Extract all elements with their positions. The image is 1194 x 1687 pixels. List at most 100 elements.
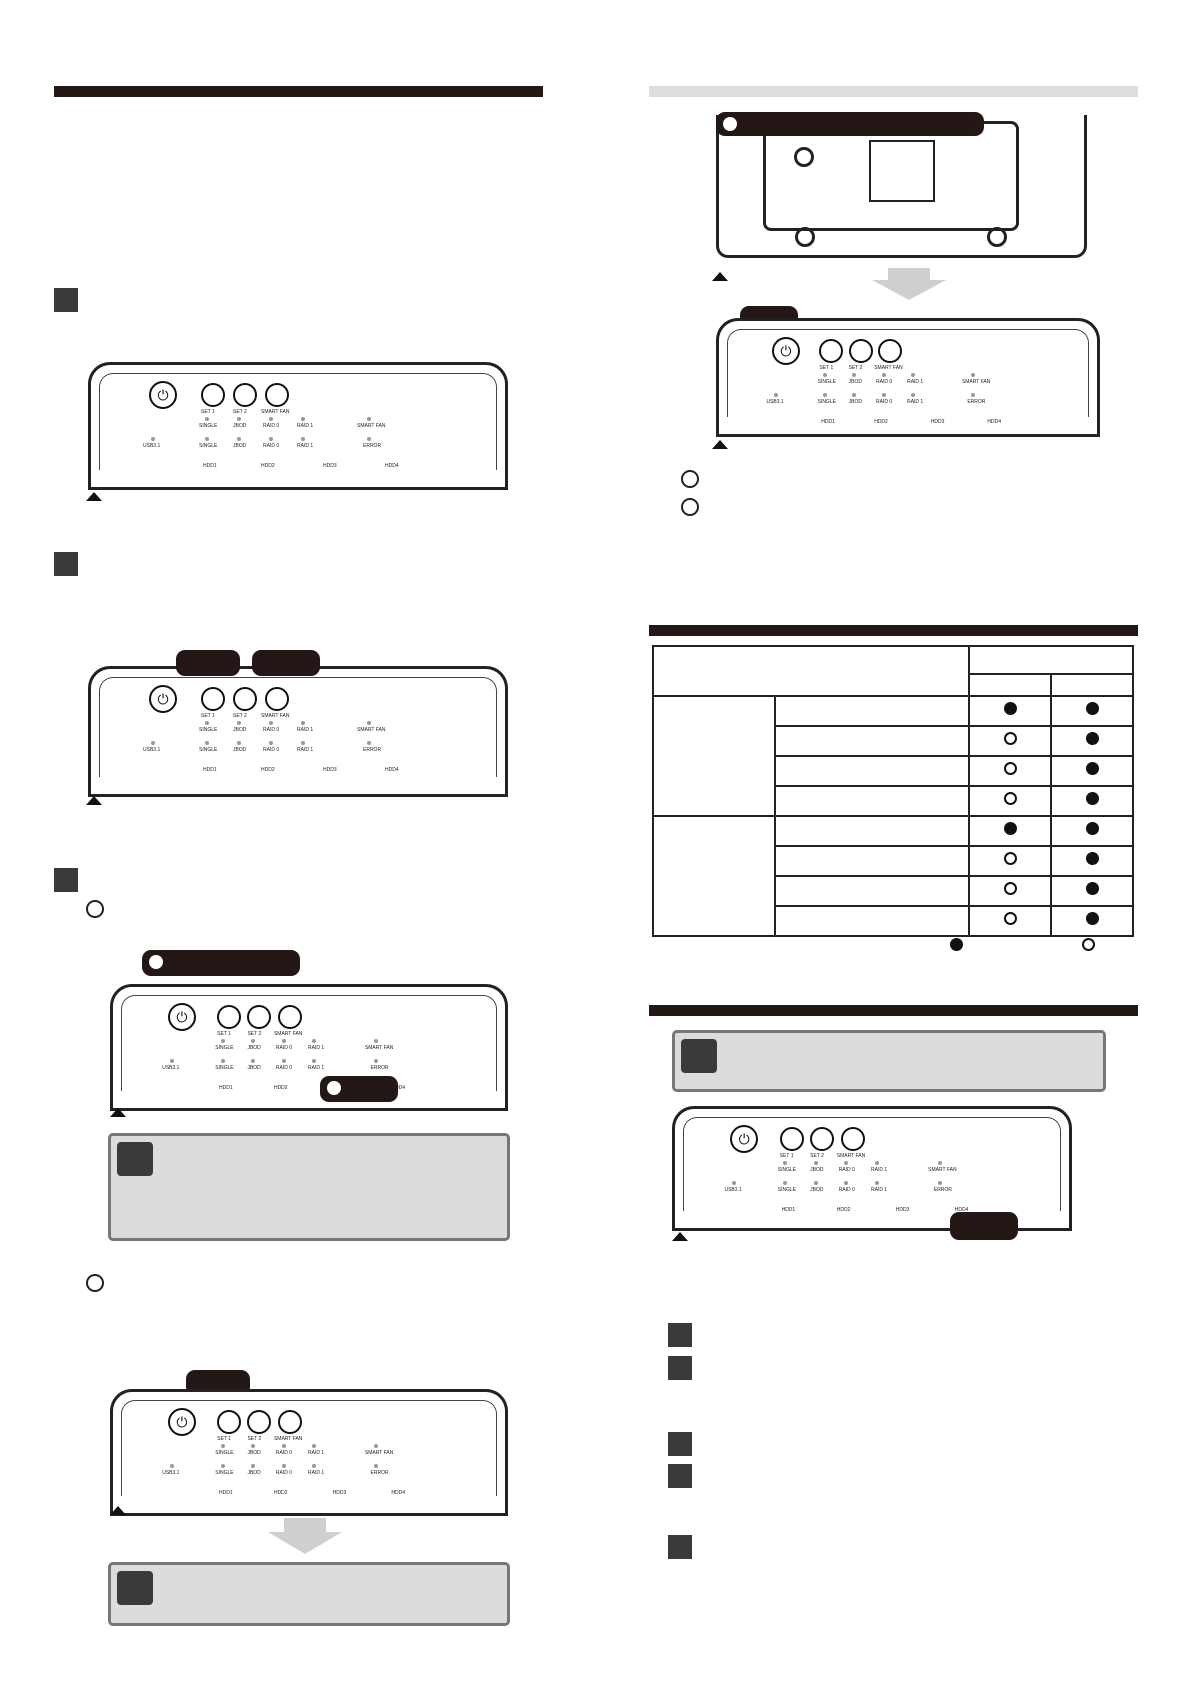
- set2-button[interactable]: [848, 339, 873, 363]
- panel-label-raid0: RAID 0: [876, 399, 893, 405]
- power-button[interactable]: ⏻: [167, 1003, 196, 1031]
- step-2-marker: [54, 552, 78, 576]
- power-button[interactable]: ⏻: [149, 685, 177, 713]
- panel-label-jbod: JBOD: [810, 1167, 824, 1173]
- panel-label-raid1: RAID 1: [297, 727, 314, 733]
- power-button[interactable]: ⏻: [771, 337, 800, 365]
- panel-label-jbod: JBOD: [233, 423, 247, 429]
- smart-fan-button[interactable]: [265, 687, 289, 711]
- status-led: [237, 741, 241, 745]
- mode-table: [652, 645, 1134, 937]
- status-led: [281, 1444, 286, 1448]
- status-led: [237, 721, 241, 725]
- status-led: [844, 1161, 849, 1165]
- set2-button[interactable]: [247, 1410, 272, 1434]
- set1-button[interactable]: [201, 687, 225, 711]
- figure-marker-2: [86, 796, 102, 805]
- set2-button[interactable]: [810, 1127, 835, 1151]
- power-button[interactable]: ⏻: [167, 1408, 196, 1436]
- panel-label-raid0: RAID 0: [275, 1065, 292, 1071]
- open-dot-icon: [1003, 762, 1017, 775]
- panel-label-smart_fan: SMART FAN: [273, 1031, 303, 1037]
- set1-button[interactable]: [819, 339, 844, 363]
- filled-dot-icon: [1085, 912, 1099, 925]
- power-button[interactable]: ⏻: [149, 381, 177, 409]
- tip-box-2: [108, 1562, 510, 1626]
- set1-button[interactable]: [217, 1005, 242, 1029]
- open-dot-icon: [1003, 792, 1017, 805]
- legend-open-dot-icon: [1082, 938, 1095, 951]
- table-row-label: [774, 695, 970, 727]
- status-led: [301, 741, 305, 745]
- panel-label-hdd4: HDD4: [391, 1085, 405, 1091]
- panel-label-hdd2: HDD2: [836, 1207, 851, 1213]
- status-led: [813, 1161, 818, 1165]
- table-cell: [1050, 815, 1134, 847]
- panel-label-single: SINGLE: [215, 1065, 234, 1071]
- panel-label-raid0: RAID 0: [275, 1045, 292, 1051]
- set2-button[interactable]: [233, 383, 257, 407]
- status-led: [823, 373, 828, 377]
- table-cell: [968, 785, 1052, 817]
- device-rear-view: [716, 115, 1087, 258]
- filled-dot-icon: [1085, 852, 1099, 865]
- set2-button[interactable]: [233, 687, 257, 711]
- status-led: [205, 437, 209, 441]
- set2-button[interactable]: [247, 1005, 272, 1029]
- smart-fan-button[interactable]: [840, 1127, 865, 1151]
- status-led: [269, 417, 273, 421]
- table-row-label: [774, 845, 970, 877]
- smart-fan-button[interactable]: [877, 339, 902, 363]
- step-1-marker: [54, 288, 78, 312]
- panel-label-single: SINGLE: [817, 379, 836, 385]
- panel-label-single: SINGLE: [817, 399, 836, 405]
- panel-label-raid1: RAID 1: [297, 423, 314, 429]
- smart-fan-button[interactable]: [277, 1005, 302, 1029]
- panel-label-single: SINGLE: [777, 1167, 797, 1173]
- status-led: [220, 1059, 225, 1063]
- list-marker-4: [668, 1464, 692, 1488]
- legend-filled-dot-icon: [950, 938, 963, 951]
- panel-label-smart_fan: SMART FAN: [261, 713, 290, 719]
- panel-label-hdd4: HDD4: [391, 1490, 405, 1496]
- figure-marker-5: [712, 272, 728, 281]
- open-dot-icon: [1003, 732, 1017, 745]
- set1-button[interactable]: [217, 1410, 242, 1434]
- status-led: [374, 1059, 379, 1063]
- status-led: [367, 741, 371, 745]
- panel-label-hdd1: HDD1: [203, 463, 217, 469]
- smart-fan-button[interactable]: [277, 1410, 302, 1434]
- status-led: [251, 1059, 256, 1063]
- filled-dot-icon: [1085, 822, 1099, 835]
- panel-label-hdd3: HDD3: [323, 463, 337, 469]
- section-header-bar-table: [649, 625, 1138, 636]
- filled-dot-icon: [1085, 882, 1099, 895]
- table-cell: [968, 875, 1052, 907]
- panel-label-smart_fan: SMART FAN: [874, 365, 903, 371]
- status-led: [151, 437, 155, 441]
- panel-label-hdd4: HDD4: [987, 419, 1002, 425]
- panel-label-hdd2: HDD2: [273, 1085, 288, 1091]
- table-cell: [968, 725, 1052, 757]
- status-led: [251, 1464, 256, 1468]
- panel-label-raid0: RAID 0: [263, 727, 280, 733]
- hand-tip-icon: [681, 1039, 717, 1073]
- panel-label-set1: SET 1: [779, 1153, 794, 1159]
- table-row-label: [774, 815, 970, 847]
- set1-button[interactable]: [779, 1127, 804, 1151]
- panel-label-hdd3: HDD3: [895, 1207, 910, 1213]
- smart-fan-button[interactable]: [265, 383, 289, 407]
- panel-label-raid1: RAID 1: [871, 1167, 888, 1173]
- panel-label-raid0: RAID 0: [838, 1167, 855, 1173]
- set1-button[interactable]: [201, 383, 225, 407]
- table-row-label: [774, 785, 970, 817]
- figure-marker-3: [110, 1108, 126, 1117]
- table-cell: [1050, 725, 1134, 757]
- filled-dot-icon: [1003, 702, 1017, 715]
- panel-label-smart_fan_led: SMART FAN: [364, 1045, 394, 1051]
- power-button[interactable]: ⏻: [730, 1125, 759, 1153]
- status-led: [269, 741, 273, 745]
- callout-error: [950, 1212, 1018, 1240]
- panel-label-single: SINGLE: [199, 423, 218, 429]
